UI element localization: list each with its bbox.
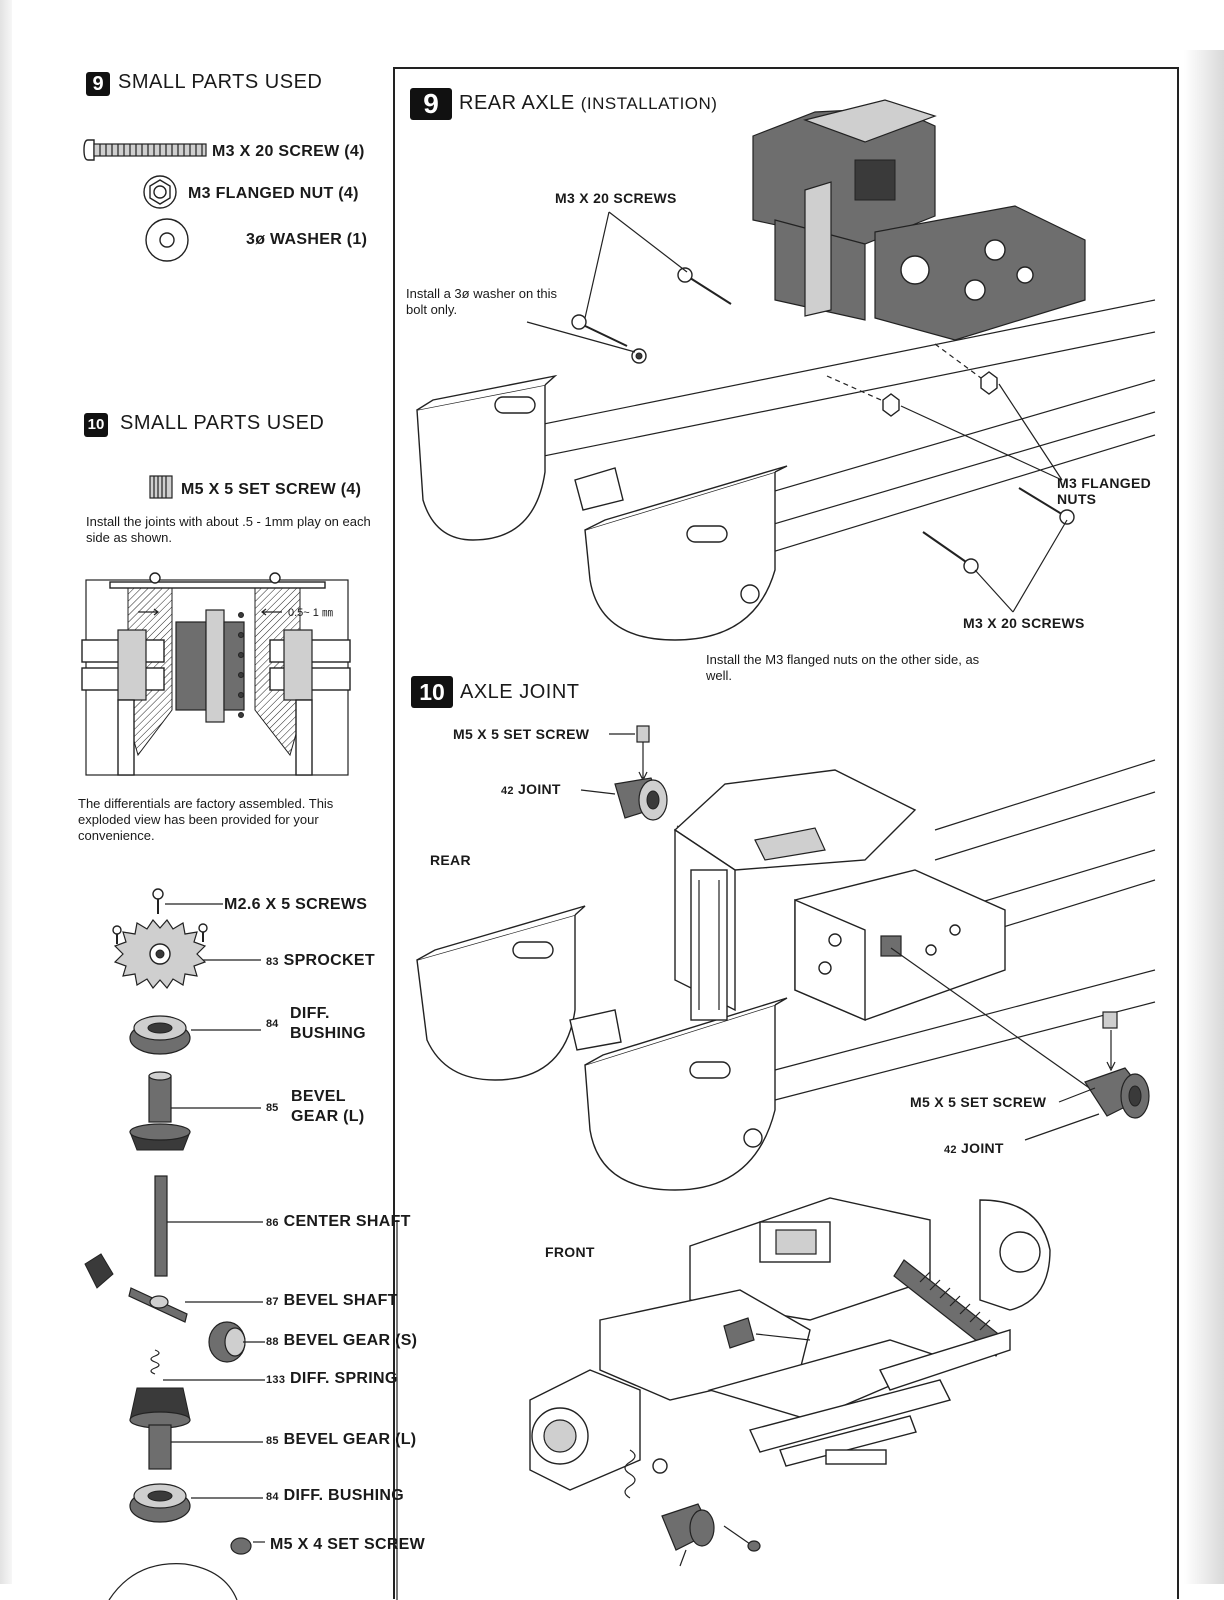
step-9-parts-title: SMALL PARTS USED bbox=[118, 71, 323, 93]
step-10-parts-badge: 10 bbox=[84, 413, 108, 437]
assembly-panel-frame bbox=[393, 67, 1179, 1599]
m3-screw-bottom-icon bbox=[922, 487, 1075, 574]
differential-note: The differentials are factory assembled.… bbox=[78, 796, 334, 843]
step-10-parts-note: Install the joints with about .5 - 1mm p… bbox=[86, 514, 371, 545]
diff-num-center-shaft: 86 bbox=[266, 1217, 279, 1229]
diff-label-diff-spring: 133 DIFF. SPRING bbox=[266, 1370, 398, 1388]
page-binding-edge bbox=[0, 0, 12, 1584]
diff-text-bevel-gear-s: BEVEL GEAR (S) bbox=[283, 1332, 418, 1349]
callout-setscrew-top: M5 X 5 SET SCREW bbox=[453, 726, 590, 742]
front-axle-assembly-drawing bbox=[529, 1197, 1051, 1567]
differential-exploded-view bbox=[84, 888, 398, 1600]
joint-bottom-text: JOINT bbox=[961, 1140, 1004, 1156]
joint-top-num: 42 bbox=[501, 785, 514, 797]
front-joint-bottom-icon bbox=[661, 1503, 761, 1552]
page-shadow-edge bbox=[1184, 50, 1224, 1584]
m3-flanged-nut-icon bbox=[143, 175, 177, 209]
callout-m3-flanged-nuts-1: M3 FLANGED bbox=[1057, 475, 1151, 491]
rear-axle-assembly-drawing bbox=[416, 99, 1156, 641]
bevel-shaft-icon bbox=[128, 1287, 188, 1323]
diff-label-diff-bushing2: 84 DIFF. BUSHING bbox=[266, 1487, 404, 1505]
diff-num-bevel-gear-l: 85 bbox=[266, 1102, 279, 1114]
diff-label-bevel-gear-l2: 85 BEVEL GEAR (L) bbox=[266, 1431, 416, 1449]
axle-joint-assembly-drawing bbox=[416, 725, 1156, 1191]
diff-num-bevel-gear-s: 88 bbox=[266, 1336, 279, 1348]
callout-m3-screws-bottom: M3 X 20 SCREWS bbox=[963, 615, 1085, 631]
joint-bottom-icon bbox=[1084, 1011, 1150, 1119]
bevel-gear-l2-icon bbox=[129, 1387, 191, 1470]
m2-6-screw-icon bbox=[112, 888, 208, 944]
set-screw-icon bbox=[149, 475, 173, 499]
diff-num-bevel-shaft: 87 bbox=[266, 1296, 279, 1308]
gearbox-icon bbox=[752, 99, 1086, 341]
step-9-part-label-washer: 3ø WASHER (1) bbox=[246, 231, 368, 248]
shock-absorber-icon bbox=[893, 1259, 1007, 1357]
diff-num-bevel-gear-l2: 85 bbox=[266, 1435, 279, 1447]
front-gearbox-icon bbox=[689, 1197, 1051, 1321]
rear-axle-footnote: Install the M3 flanged nuts on the other… bbox=[706, 652, 980, 683]
diff-label-bevel-shaft: 87 BEVEL SHAFT bbox=[266, 1292, 398, 1310]
diff-text-sprocket: SPROCKET bbox=[283, 952, 375, 969]
callout-m3-screws-top: M3 X 20 SCREWS bbox=[555, 190, 677, 206]
diff-num-diff-spring: 133 bbox=[266, 1374, 286, 1386]
front-joint-icon bbox=[723, 1317, 811, 1349]
callout-washer-note: Install a 3ø washer on this bolt only. bbox=[406, 286, 558, 317]
step-9-parts-drawings bbox=[83, 139, 207, 262]
diff-num-diff-bushing2: 84 bbox=[266, 1491, 279, 1503]
callout-joint-top: 42 JOINT bbox=[501, 781, 561, 797]
gearbox-joint-icon bbox=[673, 769, 1006, 1022]
diff-text-bevel-gear-l2: BEVEL GEAR (L) bbox=[283, 1431, 417, 1448]
diff-text-center-shaft: CENTER SHAFT bbox=[283, 1213, 411, 1230]
m3-screw-mid-icon bbox=[571, 314, 647, 364]
m3-screw-top-icon bbox=[677, 267, 732, 305]
diff-text-diff-spring: DIFF. SPRING bbox=[290, 1370, 398, 1387]
joint-top-icon bbox=[580, 777, 668, 821]
diff-text-diff-bushing2: DIFF. BUSHING bbox=[283, 1487, 404, 1504]
setscrew-top-icon bbox=[609, 725, 650, 782]
knuckle-icon bbox=[529, 1369, 641, 1491]
step-10-assembly-title: AXLE JOINT bbox=[460, 681, 580, 703]
step-9-parts-badge: 9 bbox=[86, 72, 110, 96]
step-10-assembly-badge: 10 bbox=[411, 676, 453, 708]
joint-play-diagram bbox=[81, 572, 351, 776]
diff-spring-icon bbox=[150, 1349, 160, 1375]
center-shaft-icon bbox=[154, 1175, 168, 1277]
callout-setscrew-bottom: M5 X 5 SET SCREW bbox=[910, 1094, 1047, 1110]
diff-label-bevel-gear-s: 88 BEVEL GEAR (S) bbox=[266, 1332, 417, 1350]
step-10-part-label-setscrew: M5 X 5 SET SCREW (4) bbox=[181, 481, 362, 498]
rear-axle-subtitle: (INSTALLATION) bbox=[580, 94, 718, 113]
label-front: FRONT bbox=[545, 1244, 595, 1260]
joint-top-text: JOINT bbox=[518, 781, 561, 797]
washer-icon bbox=[145, 218, 189, 262]
step-9-part-label-nut: M3 FLANGED NUT (4) bbox=[188, 185, 359, 202]
diff-text-bevel-shaft: BEVEL SHAFT bbox=[283, 1292, 398, 1309]
step-9-part-label-screw: M3 X 20 SCREW (4) bbox=[212, 143, 365, 160]
diff-label-center-shaft: 86 CENTER SHAFT bbox=[266, 1213, 411, 1231]
rear-axle-title: REAR AXLE bbox=[459, 92, 575, 114]
diff-label-sprocket: 83 SPROCKET bbox=[266, 952, 375, 970]
diff-label-bevel-gear-l: BEVEL GEAR (L) bbox=[291, 1088, 365, 1125]
m3-flanged-nuts-icon bbox=[882, 371, 998, 417]
bevel-gear-small-left-icon bbox=[84, 1253, 114, 1289]
diff-label-bushing: DIFF. BUSHING bbox=[290, 1005, 366, 1042]
step-9-assembly-title: REAR AXLE (INSTALLATION) bbox=[459, 92, 717, 115]
diff-label-m26-screws: M2.6 X 5 SCREWS bbox=[224, 896, 368, 913]
callout-m3-flanged-nuts-2: NUTS bbox=[1057, 491, 1097, 507]
diff-num-sprocket: 83 bbox=[266, 956, 279, 968]
joint-bottom-num: 42 bbox=[944, 1144, 957, 1156]
diff-label-m5x4-setscrew: M5 X 4 SET SCREW bbox=[270, 1536, 426, 1553]
m5x4-set-screw-icon bbox=[230, 1537, 252, 1555]
bevel-gear-l-icon bbox=[129, 1071, 191, 1151]
diff-bushing-icon bbox=[129, 1015, 191, 1055]
joint-play-dimension: 0.5~ 1 ㎜ bbox=[288, 607, 333, 619]
step-10-parts-title: SMALL PARTS USED bbox=[120, 412, 325, 434]
diff-num-bushing: 84 bbox=[266, 1018, 279, 1030]
step-9-assembly-badge: 9 bbox=[410, 88, 452, 120]
m3x20-screw-icon bbox=[83, 139, 207, 161]
bevel-gear-s-icon bbox=[208, 1321, 246, 1363]
sprocket-icon bbox=[113, 919, 207, 989]
diff-bushing2-icon bbox=[129, 1483, 191, 1523]
callout-joint-bottom: 42 JOINT bbox=[944, 1140, 1004, 1156]
label-rear: REAR bbox=[430, 852, 471, 868]
